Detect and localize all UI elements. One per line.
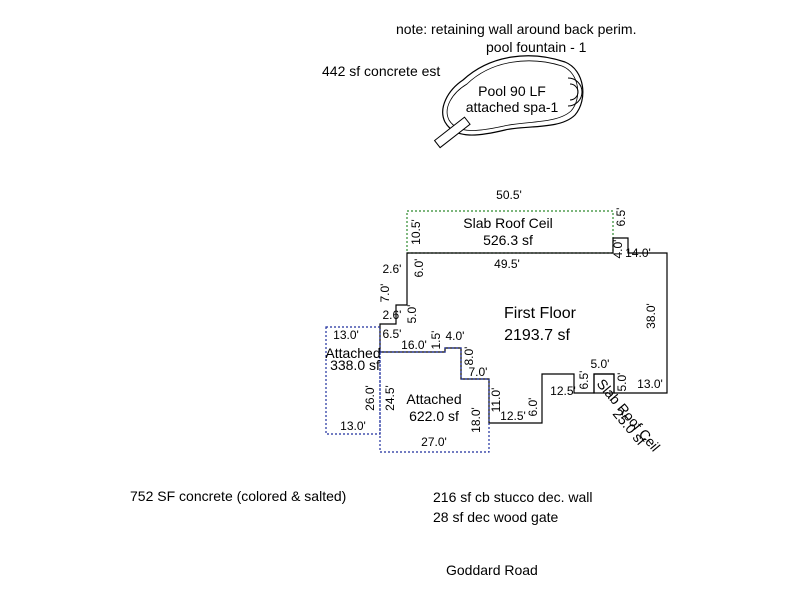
dim-left-6: 6.0' bbox=[412, 259, 426, 278]
retaining-wall-note: note: retaining wall around back perim. bbox=[396, 21, 637, 37]
slab-roof-top-name: Slab Roof Ceil bbox=[463, 215, 553, 231]
dim-right-step-14: 14.0' bbox=[625, 246, 651, 260]
dim-left-26b: 2.6' bbox=[383, 308, 402, 322]
slab-roof-small-outline bbox=[593, 373, 615, 394]
dim-small-65: 6.5' bbox=[577, 371, 591, 390]
dim-step-6: 6.0' bbox=[526, 398, 540, 417]
dim-step-11: 11.0' bbox=[489, 388, 503, 413]
dim-slab-width: 49.5' bbox=[494, 257, 520, 271]
dim-att-l26: 26.0' bbox=[363, 385, 377, 411]
dim-right-step-v: 6.5' bbox=[614, 208, 628, 227]
stucco-wall-note: 216 sf cb stucco dec. wall bbox=[433, 489, 593, 505]
first-floor-sf: 2193.7 sf bbox=[504, 327, 570, 344]
dim-att-245: 24.5' bbox=[383, 385, 397, 411]
first-floor-name: First Floor bbox=[504, 305, 577, 322]
dimension-labels: 50.5' 49.5' 10.5' 6.5' 4.0' 14.0' 38.0' … bbox=[333, 188, 663, 449]
spa-arc-outer bbox=[567, 77, 583, 107]
concrete-colored-note: 752 SF concrete (colored & salted) bbox=[130, 488, 347, 504]
dim-step-125a: 12.5' bbox=[550, 384, 576, 398]
dim-slab-depth: 10.5' bbox=[409, 219, 423, 245]
attached-left-sf: 338.0 sf bbox=[330, 357, 380, 373]
dim-left-7: 7.0' bbox=[378, 284, 392, 303]
attached-main-sf: 622.0 sf bbox=[409, 408, 459, 424]
pool-steps bbox=[433, 116, 471, 149]
dim-left-5: 5.0' bbox=[405, 305, 419, 324]
dim-top-overall: 50.5' bbox=[496, 188, 522, 202]
dim-left-65: 6.5' bbox=[383, 327, 402, 341]
dim-step-7: 7.0' bbox=[469, 365, 488, 379]
dim-step-15: 1.5' bbox=[429, 331, 443, 350]
dim-step-8: 8.0' bbox=[462, 347, 476, 366]
dim-right-13: 13.0' bbox=[637, 377, 663, 391]
pool-label: Pool 90 LF bbox=[478, 83, 546, 99]
attached-left-name: Attached bbox=[325, 345, 380, 361]
pool-outline bbox=[442, 55, 584, 136]
dim-att-l13a: 13.0' bbox=[333, 328, 359, 342]
dim-left-26a: 2.6' bbox=[383, 262, 402, 276]
dim-att-27: 27.0' bbox=[421, 435, 447, 449]
attached-left-outline bbox=[325, 326, 381, 435]
dim-step-18: 18.0' bbox=[469, 407, 483, 433]
dim-right-step-4: 4.0' bbox=[611, 240, 625, 259]
dim-step-125b: 12.5' bbox=[500, 409, 526, 423]
wood-gate-note: 28 sf dec wood gate bbox=[433, 509, 559, 525]
pool-inner-outline bbox=[446, 60, 579, 131]
pool-fountain-note: pool fountain - 1 bbox=[486, 39, 587, 55]
pool: Pool 90 LF attached spa-1 bbox=[433, 55, 584, 149]
dim-right-38: 38.0' bbox=[644, 303, 658, 329]
spa-arc-inner bbox=[569, 83, 579, 101]
concrete-estimate-note: 442 sf concrete est bbox=[322, 63, 441, 79]
spa-label: attached spa-1 bbox=[466, 99, 559, 115]
road-label: Goddard Road bbox=[446, 562, 538, 578]
dim-small-5a: 5.0' bbox=[591, 357, 610, 371]
dim-small-5b: 5.0' bbox=[615, 373, 629, 392]
slab-roof-top-sf: 526.3 sf bbox=[483, 232, 533, 248]
attached-main-outline bbox=[379, 347, 490, 453]
dim-att-l13b: 13.0' bbox=[340, 419, 366, 433]
dim-step-4: 4.0' bbox=[446, 329, 465, 343]
dim-step-16: 16.0' bbox=[401, 338, 427, 352]
attached-main-name: Attached bbox=[406, 391, 461, 407]
